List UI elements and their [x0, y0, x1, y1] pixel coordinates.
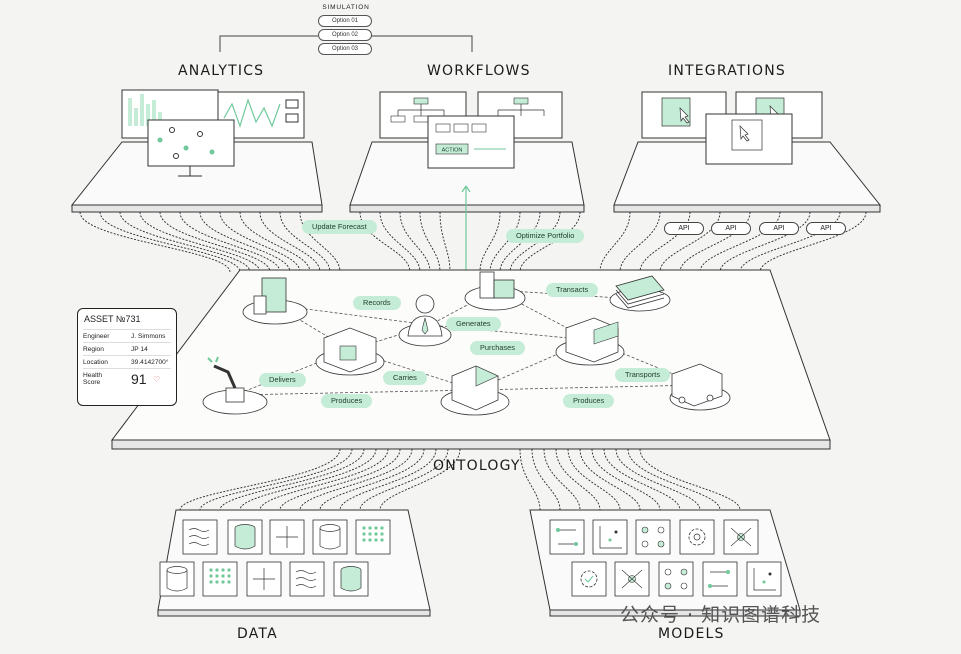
asset-row: Location 39.4142700° [83, 355, 171, 366]
asset-row: Health Score 91 ♡ [83, 368, 171, 397]
ontology-title: ONTOLOGY [433, 458, 521, 474]
asset-title: ASSET №731 [84, 314, 141, 324]
relation-transacts: Transacts [546, 283, 599, 297]
action-button-label: ACTION [442, 148, 463, 154]
analytics-platform [70, 89, 323, 213]
workflows-title: WORKFLOWS [427, 63, 531, 79]
truck-node [669, 363, 731, 411]
data-title: DATA [237, 626, 278, 642]
models-title: MODELS [658, 626, 725, 642]
heart-icon: ♡ [153, 375, 161, 384]
cash-node [609, 275, 671, 312]
workflow-screen [379, 91, 467, 139]
simulation-option[interactable]: Option 01 [318, 15, 372, 27]
integration-screen [705, 113, 793, 165]
api-pill[interactable]: API [759, 222, 799, 235]
asset-row-key: Region [83, 346, 104, 353]
asset-card[interactable]: ASSET №731 Engineer J. Simmons Region JP… [77, 308, 177, 406]
simulation-option[interactable]: Option 02 [318, 29, 372, 41]
analytics-title: ANALYTICS [178, 63, 265, 79]
relation-transports: Transports [615, 368, 671, 382]
integrations-title: INTEGRATIONS [668, 63, 786, 79]
network-tile-icon [658, 561, 694, 597]
health-score-value: 91 [131, 371, 147, 387]
integrations-platform [613, 91, 882, 213]
action-screen: ACTION [427, 115, 515, 169]
update-forecast-pill[interactable]: Update Forecast [302, 220, 377, 234]
relation-produces: Produces [321, 394, 373, 408]
arrow-up-icon [461, 185, 471, 193]
optimize-portfolio-pill[interactable]: Optimize Portfolio [506, 229, 585, 243]
relation-records: Records [353, 296, 401, 310]
hub-tile-icon [723, 519, 759, 555]
wave-tile-icon [289, 561, 325, 597]
scatter-tile-icon [592, 519, 628, 555]
dots-tile-icon [355, 519, 391, 555]
dots-tile-icon [202, 561, 238, 597]
asset-row: Engineer J. Simmons [83, 329, 171, 340]
asset-row-value: JP 14 [131, 346, 148, 353]
simulation-option[interactable]: Option 03 [318, 43, 372, 55]
asset-row-key: Health Score [83, 372, 103, 386]
box-node [440, 365, 510, 416]
relation-generates: Generates [446, 317, 501, 331]
top-connectors [79, 211, 867, 273]
relation-purchases: Purchases [470, 341, 525, 355]
factory-node [464, 271, 526, 311]
flow-tile-icon [702, 561, 738, 597]
scatter-tile-icon [746, 561, 782, 597]
analytics-screen [147, 119, 235, 177]
flow-tile-icon [549, 519, 585, 555]
watermark: 公众号 · 知识图谱科技 [620, 604, 822, 626]
model-tiles [549, 519, 782, 597]
asset-row-value: 39.4142700° [131, 359, 169, 366]
workflows-platform: ACTION [349, 91, 585, 213]
relation-produces: Produces [563, 394, 615, 408]
data-tiles [159, 519, 391, 597]
bottom-connectors [179, 448, 741, 511]
warehouse-node [315, 327, 385, 376]
building-node [242, 277, 308, 325]
asset-row-key: Location [83, 359, 108, 366]
simulation-title: SIMULATION [322, 4, 370, 11]
api-pill[interactable]: API [711, 222, 751, 235]
api-pill[interactable]: API [806, 222, 846, 235]
relation-carries: Carries [383, 371, 427, 385]
asset-row-key: Engineer [83, 333, 110, 340]
wave-tile-icon [182, 519, 218, 555]
simulation-connector [370, 35, 473, 52]
person-node [398, 294, 452, 347]
api-pill[interactable]: API [664, 222, 704, 235]
asset-row-value: J. Simmons [131, 333, 166, 340]
store-node [555, 317, 625, 366]
network-tile-icon [635, 519, 671, 555]
asset-row: Region JP 14 [83, 342, 171, 353]
relation-delivers: Delivers [259, 373, 306, 387]
robot-arm-node [202, 356, 268, 415]
simulation-connector [219, 35, 318, 52]
